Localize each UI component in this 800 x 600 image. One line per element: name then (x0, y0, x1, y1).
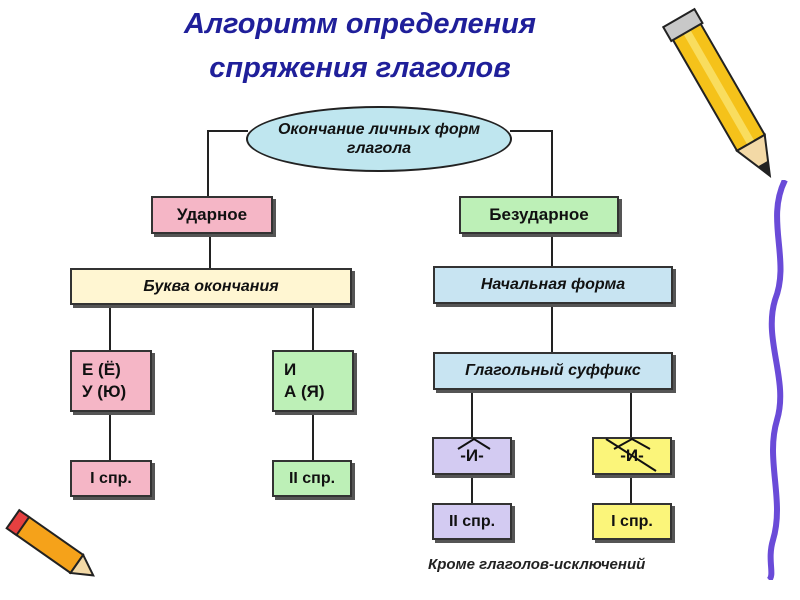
suffix-mark-icon (457, 437, 491, 450)
root-label-line1: Окончание личных форм (277, 121, 481, 138)
exceptions-note: Кроме глаголов-исключений (428, 556, 646, 573)
suffix-i-box: -И- (432, 437, 512, 475)
unstressed-box: Безударное (459, 196, 619, 234)
connector-root-right (510, 130, 553, 196)
letter-ending-box: Буква окончания (70, 268, 352, 305)
vowels-e-label: Е (Ё) (82, 360, 121, 379)
pencil-icon (661, 7, 772, 178)
suffix-i-label: -И- (460, 446, 484, 465)
vowels-u-label: У (Ю) (82, 382, 127, 401)
vowels-i-label: И (284, 360, 297, 379)
conjugation-1-left-box: I спр. (70, 460, 152, 497)
conjugation-1-right-box: I спр. (592, 503, 672, 540)
suffix-crossed-mark-icon (605, 437, 657, 472)
root-ellipse: Окончание личных форм глагола (246, 106, 512, 172)
title-line-2: спряжения глаголов (209, 52, 511, 84)
connector-root-left (207, 130, 248, 196)
pencil-icon (5, 508, 95, 577)
initial-form-box: Начальная форма (433, 266, 673, 304)
stressed-box: Ударное (151, 196, 273, 234)
purple-wavy-line (766, 180, 788, 580)
root-label-line2: глагола (346, 140, 412, 157)
conjugation-2-left-box: II спр. (272, 460, 352, 497)
verb-suffix-box: Глагольный суффикс (433, 352, 673, 390)
vowels-i-a-box: И А (Я) (272, 350, 354, 412)
conjugation-2-right-box: II спр. (432, 503, 512, 540)
title-line-1: Алгоритм определения (184, 8, 536, 40)
suffix-not-i-box: -И- (592, 437, 672, 475)
vowels-e-u-box: Е (Ё) У (Ю) (70, 350, 152, 412)
vowels-a-label: А (Я) (284, 382, 325, 401)
